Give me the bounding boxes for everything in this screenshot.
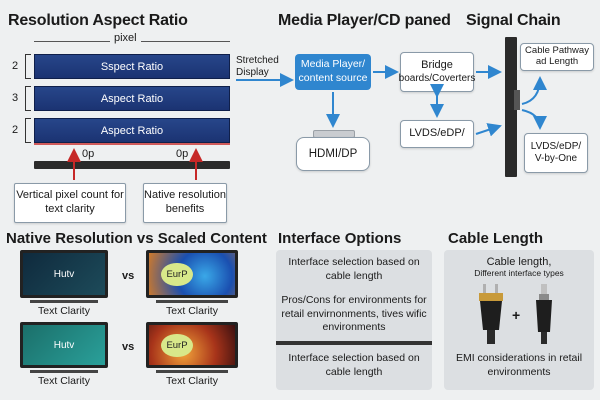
caption-native-1: Text Clarity [38, 305, 90, 317]
interface-panel [276, 250, 432, 390]
vs-label-1: vs [122, 270, 135, 282]
cable-pathway-box: Cable Pathway ad Length [520, 43, 594, 71]
media-player-box: Media Player/ content source [295, 54, 371, 90]
interface-line-2: Pros/Cons for environments for retail en… [281, 294, 427, 334]
tv-scaled-1-stand [156, 300, 228, 303]
caption-right: Native resolution benefits [144, 189, 226, 215]
cable-pathway-label: Cable Pathway ad Length [525, 45, 589, 67]
aspect-title: Resolution Aspect Ratio [8, 12, 188, 29]
outputs-box: LVDS/eDP/ V-by-One [524, 133, 588, 173]
bridge-label: Bridge [421, 58, 453, 71]
aspect-bar-2: Aspect Ratio [34, 86, 230, 111]
tv-scaled-2-text: EurP [161, 333, 193, 357]
plug-icon [479, 284, 503, 344]
arrow-lvds-panel [475, 123, 502, 137]
interface-line-3: Interface selection based on cable lengt… [288, 352, 420, 378]
signal-title: Signal Chain [466, 12, 561, 29]
zero-label-left: 0p [82, 148, 95, 160]
vs-label-2: vs [122, 341, 135, 353]
stretched-label: Stretched Display [236, 55, 279, 78]
bar-1-number: 2 [12, 60, 19, 72]
bar-3-bracket [25, 118, 31, 143]
caption-box-right: Native resolution benefits [143, 183, 227, 223]
cable-line-1: Cable length, [486, 256, 552, 268]
bar-2-bracket [25, 86, 31, 111]
pixel-label: pixel [110, 32, 141, 44]
caption-scaled-1: Text Clarity [166, 305, 218, 317]
tv-scaled-1: EurP [146, 250, 238, 298]
panel-side-icon [505, 37, 517, 177]
plus-sign: + [512, 307, 521, 323]
bar-2-number: 3 [12, 92, 19, 104]
caption-left: Vertical pixel count for text clarity [16, 189, 124, 215]
bar-1-bracket [25, 54, 31, 79]
tv-native-2-text: Hutv [53, 339, 75, 351]
bar-3-number: 2 [12, 124, 19, 136]
caption-scaled-2: Text Clarity [166, 375, 218, 387]
caption-native-2: Text Clarity [38, 375, 90, 387]
interface-line-1: Interface selection based on cable lengt… [288, 256, 420, 282]
cable-title: Cable Length [448, 230, 544, 247]
interface-divider [276, 341, 432, 345]
hdmi-box: HDMI/DP [296, 137, 370, 171]
tv-native-1-text: Hutv [53, 268, 75, 280]
hdmi-label: HDMI/DP [308, 147, 358, 160]
lvds-box: LVDS/eDP/ [400, 120, 474, 148]
connector-plug-icon [536, 284, 552, 344]
lvds-label: LVDS/eDP/ [409, 127, 465, 140]
caption-box-left: Vertical pixel count for text clarity [14, 183, 126, 223]
arrow-panel-cable [521, 76, 547, 105]
panel-side-connector [514, 90, 520, 110]
outputs-label: LVDS/eDP/ V-by-One [530, 141, 582, 164]
aspect-bar-1: Sspect Ratio [34, 54, 230, 79]
tv-native-2-stand [30, 370, 98, 373]
tv-native-2: Hutv [20, 322, 108, 368]
cable-line-1-sub: Different interface types [474, 268, 564, 278]
arrow-panel-outputs [521, 109, 547, 130]
tv-scaled-1-text: EurP [161, 262, 193, 286]
tv-scaled-2: EurP [146, 322, 238, 368]
tv-native-1: Hutv [20, 250, 108, 298]
interface-title: Interface Options [278, 230, 402, 247]
aspect-bar-3: Aspect Ratio [34, 118, 230, 143]
bridge-sublabel: boards/Coverters [398, 72, 476, 84]
native-title: Native Resolution vs Scaled Content [6, 230, 267, 247]
tv-scaled-2-stand [156, 370, 228, 373]
zero-label-right: 0p [176, 148, 189, 160]
tv-native-1-stand [30, 300, 98, 303]
display-strip [34, 161, 230, 169]
cable-line-2: EMI considerations in retail environment… [455, 352, 583, 378]
media-title: Media Player/CD paned [278, 12, 451, 29]
cable-panel [444, 250, 594, 390]
